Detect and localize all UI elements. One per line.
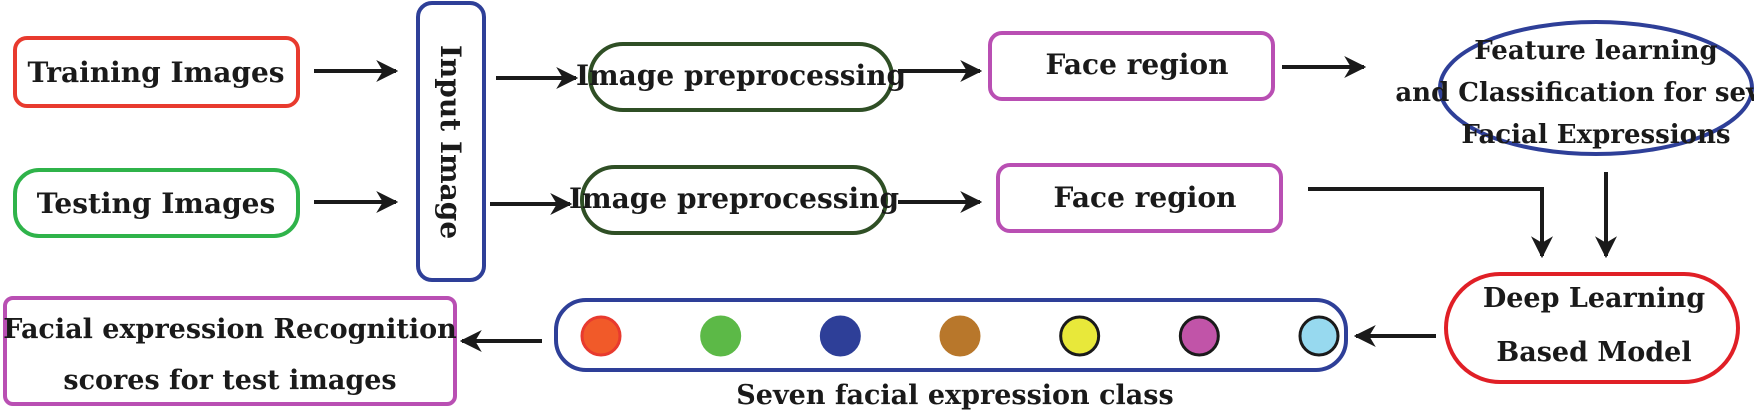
deep-learning-model-line-1: Deep Learning	[1483, 283, 1705, 314]
preprocessing-train-box	[588, 42, 894, 112]
input-image-box	[416, 1, 486, 282]
preprocessing-train-label: Image preprocessing	[576, 59, 906, 92]
recognition-scores-line-1: Facial expression Recognition	[3, 314, 457, 345]
preprocessing-test-box	[580, 165, 888, 235]
training-images-node: Training Images	[13, 36, 300, 108]
expression-class-dot	[580, 315, 622, 357]
training-images-label: Training Images	[27, 56, 284, 89]
recognition-scores-node: Facial expression Recognition scores for…	[3, 296, 457, 406]
deep-learning-model-box	[1444, 272, 1740, 384]
face-region-test-node: Face region	[996, 163, 1283, 233]
face-region-train-node: Face region	[988, 31, 1275, 101]
preprocessing-test-label: Image preprocessing	[569, 182, 899, 215]
testing-images-label: Testing Images	[37, 187, 275, 220]
face-region-test-box	[996, 163, 1283, 233]
feature-learning-ellipse	[1438, 20, 1754, 156]
expression-class-dots	[580, 315, 1340, 357]
expression-class-dot	[1298, 315, 1340, 357]
recognition-scores-line-2: scores for test images	[63, 365, 396, 396]
deep-learning-model-line-2: Based Model	[1496, 337, 1691, 368]
feature-learning-line-1: Feature learning	[1474, 36, 1717, 66]
testing-images-node: Testing Images	[13, 168, 300, 238]
face-region-train-label: Face region	[1046, 48, 1229, 81]
feature-learning-node: Feature learning and Classification for …	[1395, 20, 1754, 156]
input-image-label: Input Image	[434, 45, 467, 239]
preprocessing-test-node: Image preprocessing	[569, 165, 899, 235]
feature-learning-line-2: and Classification for seven	[1395, 78, 1754, 108]
expression-class-dot	[1059, 315, 1101, 357]
input-image-node: Input Image	[416, 1, 486, 282]
deep-learning-model-node: Deep Learning Based Model	[1444, 272, 1740, 384]
expression-class-dot	[700, 315, 742, 357]
expression-class-dot	[1178, 315, 1220, 357]
recognition-scores-box	[3, 296, 457, 406]
preprocessing-train-node: Image preprocessing	[576, 42, 906, 112]
feature-learning-line-3: Facial Expressions	[1461, 120, 1730, 150]
expression-class-dot	[819, 315, 861, 357]
expression-class-dot	[939, 315, 981, 357]
face-region-test-label: Face region	[1054, 181, 1237, 214]
expression-classes-node: Seven facial expression class	[554, 298, 1348, 411]
training-images-box	[13, 36, 300, 108]
arrows	[314, 56, 1617, 352]
face-region-train-box	[988, 31, 1275, 101]
arrow-face-test-to-model	[1308, 187, 1553, 259]
expression-classes-caption: Seven facial expression class	[736, 380, 1173, 411]
testing-images-box	[13, 168, 300, 238]
